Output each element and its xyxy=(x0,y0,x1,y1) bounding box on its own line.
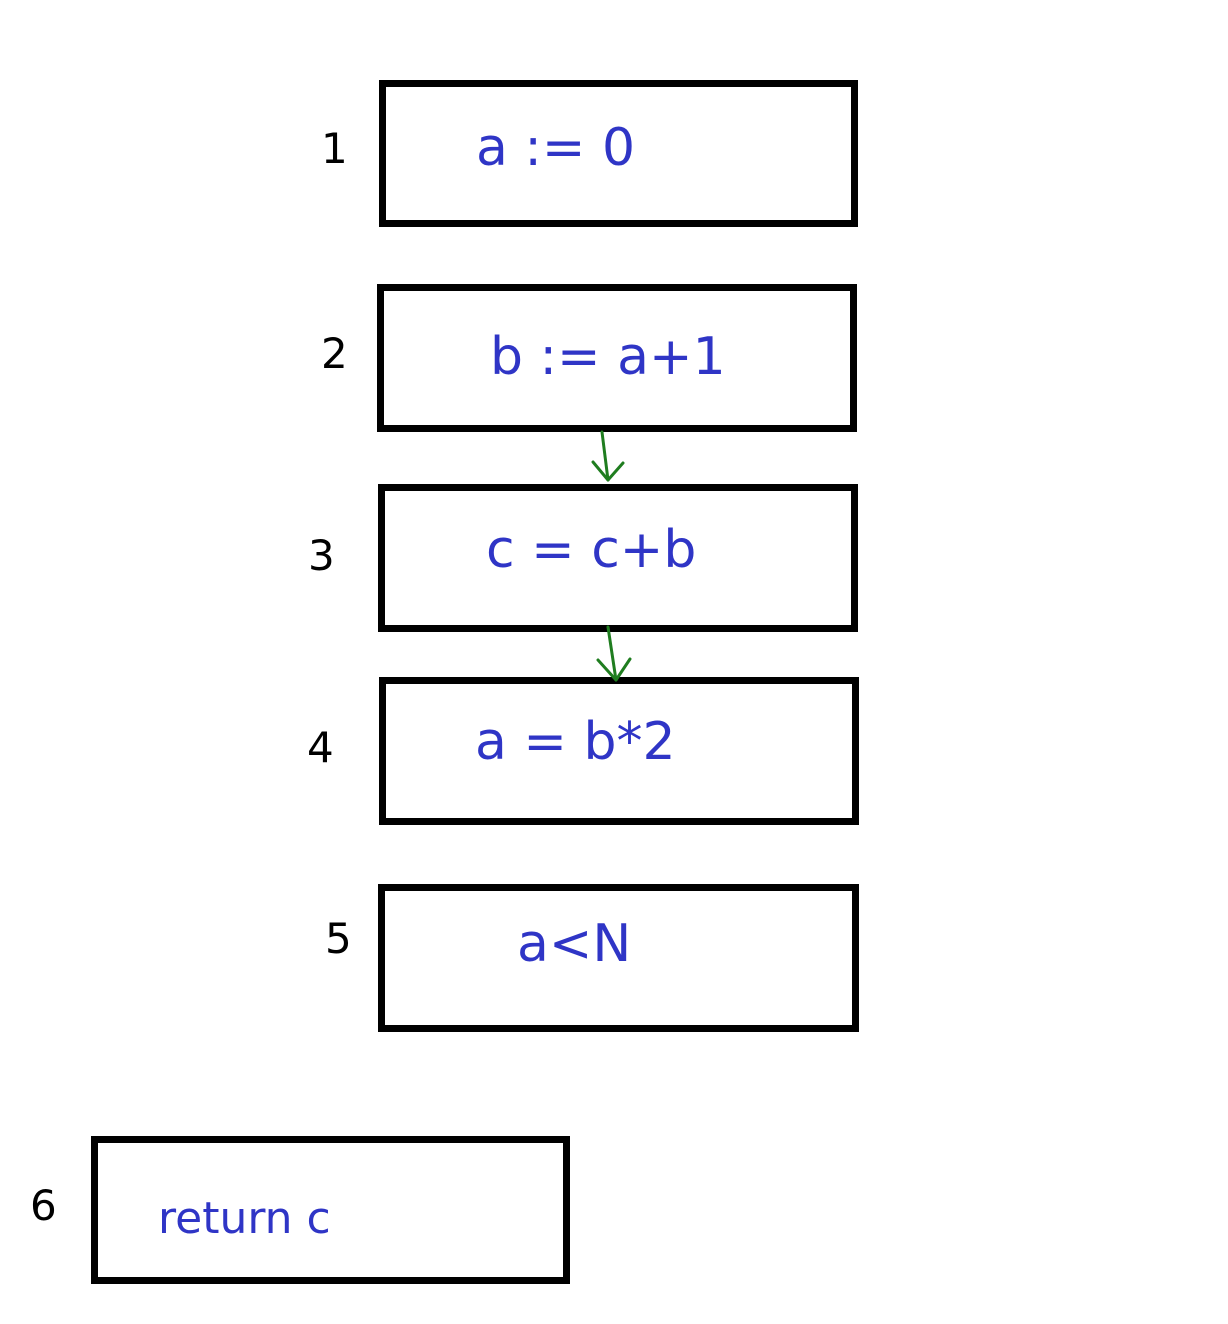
node-6-code: return c xyxy=(158,1193,331,1244)
node-5-code: a<N xyxy=(517,914,632,974)
node-1-box xyxy=(379,80,858,227)
edge-2-to-3-line xyxy=(600,430,610,482)
node-3-number: 3 xyxy=(308,531,335,580)
node-1-number: 1 xyxy=(321,124,348,173)
node-6-box xyxy=(91,1136,570,1284)
node-5-box xyxy=(378,884,859,1032)
node-3-code: c = c+b xyxy=(486,520,697,580)
node-3-box xyxy=(378,484,858,632)
node-2-box xyxy=(377,284,857,432)
edge-3-to-4 xyxy=(596,625,632,682)
edge-2-to-3 xyxy=(591,430,625,482)
node-6-number: 6 xyxy=(30,1181,57,1230)
node-5-number: 5 xyxy=(325,914,352,963)
edge-2-to-3-arrowhead xyxy=(591,460,625,482)
edge-3-to-4-line xyxy=(606,625,618,682)
node-4-number: 4 xyxy=(307,723,334,772)
node-1-code: a := 0 xyxy=(476,118,636,178)
node-2-code: b := a+1 xyxy=(490,327,726,387)
node-2-number: 2 xyxy=(321,329,348,378)
node-4-code: a = b*2 xyxy=(475,712,676,772)
